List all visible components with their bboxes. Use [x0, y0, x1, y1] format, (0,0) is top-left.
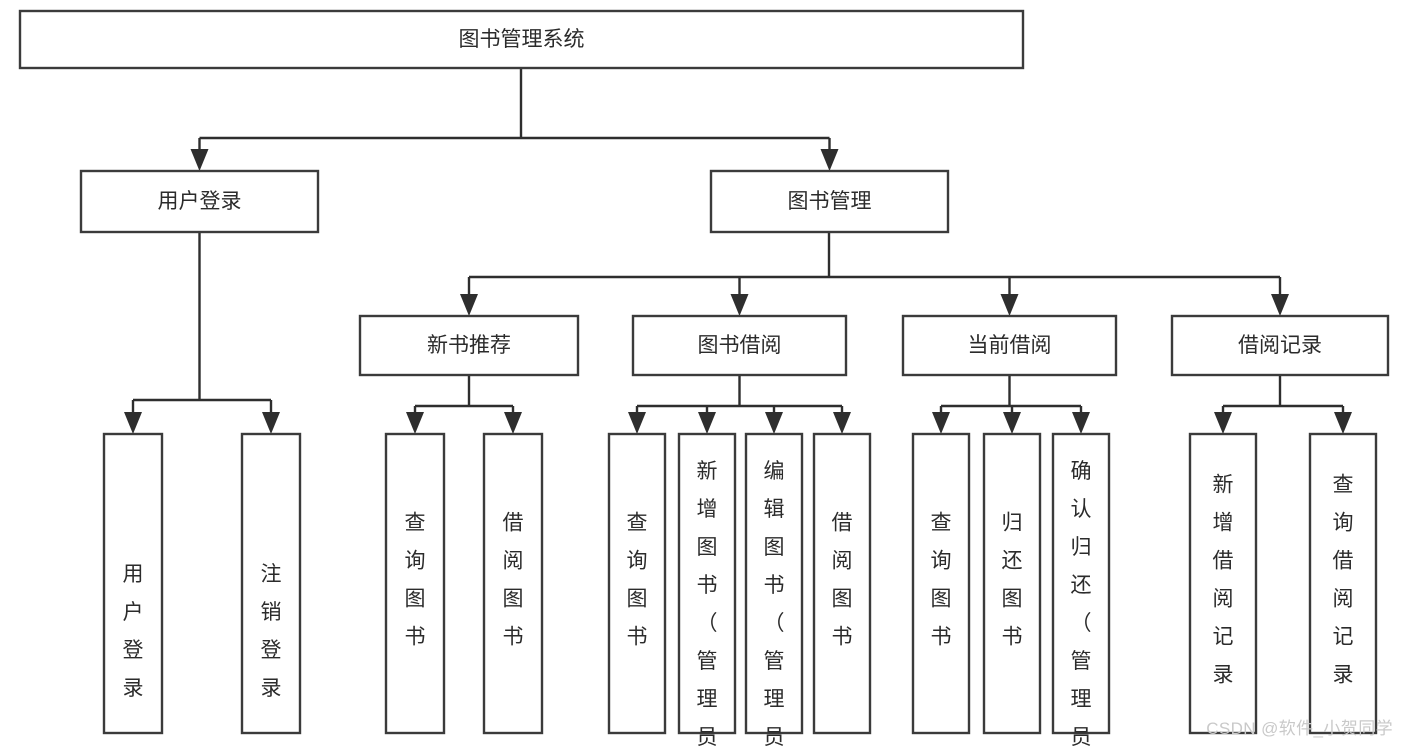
node-level2-0[interactable]: 新书推荐 — [358, 314, 580, 377]
watermark-label: CSDN @软件_小贺同学 — [1206, 719, 1393, 738]
leaf-node-6-shape — [744, 432, 804, 735]
node-level2-label-0: 新书推荐 — [427, 334, 511, 357]
leaf-node-label-3: 借阅图书 — [503, 512, 524, 649]
leaf-node-label-4: 查询图书 — [627, 512, 648, 649]
arrow-head-icon — [124, 412, 142, 434]
leaf-node-6[interactable]: 编辑图书（管理员） — [744, 432, 804, 747]
connector-layer — [124, 68, 1352, 434]
leaf-node-3[interactable]: 借阅图书 — [482, 432, 544, 735]
arrow-head-icon — [820, 149, 839, 171]
node-level2-label-1: 图书借阅 — [698, 334, 782, 357]
node-level1-0[interactable]: 用户登录 — [79, 169, 320, 234]
leaf-node-8-shape — [911, 432, 971, 735]
node-level2-label-2: 当前借阅 — [968, 334, 1052, 357]
node-level2-3[interactable]: 借阅记录 — [1170, 314, 1390, 377]
node-level2-0-shape — [358, 314, 580, 377]
arrow-head-icon — [1000, 294, 1019, 316]
node-level2-1[interactable]: 图书借阅 — [631, 314, 848, 377]
arrow-head-icon — [1003, 412, 1021, 434]
leaf-node-9-shape — [982, 432, 1042, 735]
leaf-node-0[interactable]: 用户登录 — [102, 432, 164, 735]
leaf-node-4[interactable]: 查询图书 — [607, 432, 667, 735]
arrow-head-icon — [628, 412, 646, 434]
arrow-head-icon — [406, 412, 424, 434]
arrow-head-icon — [190, 149, 209, 171]
node-level2-1-shape — [631, 314, 848, 377]
leaf-node-8[interactable]: 查询图书 — [911, 432, 971, 735]
node-level1-label-0: 用户登录 — [158, 190, 242, 213]
arrow-head-icon — [765, 412, 783, 434]
arrow-head-icon — [1072, 412, 1090, 434]
leaf-node-label-1: 注销登录 — [261, 563, 282, 700]
node-level2-2-shape — [901, 314, 1118, 377]
node-level1-label-1: 图书管理 — [788, 190, 872, 213]
leaf-node-7[interactable]: 借阅图书 — [812, 432, 872, 735]
leaf-node-label-5: 新增图书（管理员） — [697, 460, 718, 747]
node-root-shape — [18, 9, 1025, 70]
arrow-head-icon — [730, 294, 749, 316]
leaf-node-10[interactable]: 确认归还（管理员） — [1051, 432, 1111, 747]
leaf-node-10-shape — [1051, 432, 1111, 735]
leaf-node-3-shape — [482, 432, 544, 735]
leaf-node-4-shape — [607, 432, 667, 735]
leaf-node-7-shape — [812, 432, 872, 735]
leaf-node-0-shape — [102, 432, 164, 735]
leaf-node-label-11: 新增借阅记录 — [1213, 474, 1234, 687]
arrow-head-icon — [932, 412, 950, 434]
node-level1-1-shape — [709, 169, 950, 234]
arrow-head-icon — [1334, 412, 1352, 434]
arrow-head-icon — [1271, 294, 1289, 316]
leaf-node-label-12: 查询借阅记录 — [1333, 474, 1354, 687]
leaf-node-2-shape — [384, 432, 446, 735]
node-root-label: 图书管理系统 — [459, 28, 585, 51]
arrow-head-icon — [1214, 412, 1232, 434]
leaf-node-5-shape — [677, 432, 737, 735]
node-level1-0-shape — [79, 169, 320, 234]
node-level2-label-3: 借阅记录 — [1238, 334, 1322, 357]
node-layer: 图书管理系统用户登录图书管理新书推荐图书借阅当前借阅借阅记录用户登录注销登录查询… — [18, 9, 1390, 747]
leaf-node-11[interactable]: 新增借阅记录 — [1188, 432, 1258, 735]
arrow-head-icon — [262, 412, 280, 434]
leaf-node-2[interactable]: 查询图书 — [384, 432, 446, 735]
leaf-node-5[interactable]: 新增图书（管理员） — [677, 432, 737, 747]
leaf-node-1-shape — [240, 432, 302, 735]
leaf-node-9[interactable]: 归还图书 — [982, 432, 1042, 735]
leaf-node-label-0: 用户登录 — [123, 563, 144, 700]
node-level2-3-shape — [1170, 314, 1390, 377]
node-level2-2[interactable]: 当前借阅 — [901, 314, 1118, 377]
leaf-node-label-6: 编辑图书（管理员） — [764, 460, 785, 747]
arrow-head-icon — [833, 412, 851, 434]
leaf-node-1[interactable]: 注销登录 — [240, 432, 302, 735]
leaf-node-label-9: 归还图书 — [1002, 512, 1023, 649]
arrow-head-icon — [460, 294, 478, 316]
node-level1-1[interactable]: 图书管理 — [709, 169, 950, 234]
leaf-node-label-7: 借阅图书 — [832, 512, 853, 649]
leaf-node-label-8: 查询图书 — [931, 512, 952, 649]
node-root[interactable]: 图书管理系统 — [18, 9, 1025, 70]
leaf-node-label-2: 查询图书 — [405, 512, 426, 649]
arrow-head-icon — [504, 412, 522, 434]
leaf-node-12[interactable]: 查询借阅记录 — [1308, 432, 1378, 735]
leaf-node-11-shape — [1188, 432, 1258, 735]
arrow-head-icon — [698, 412, 716, 434]
leaf-node-12-shape — [1308, 432, 1378, 735]
leaf-node-label-10: 确认归还（管理员） — [1071, 460, 1092, 747]
